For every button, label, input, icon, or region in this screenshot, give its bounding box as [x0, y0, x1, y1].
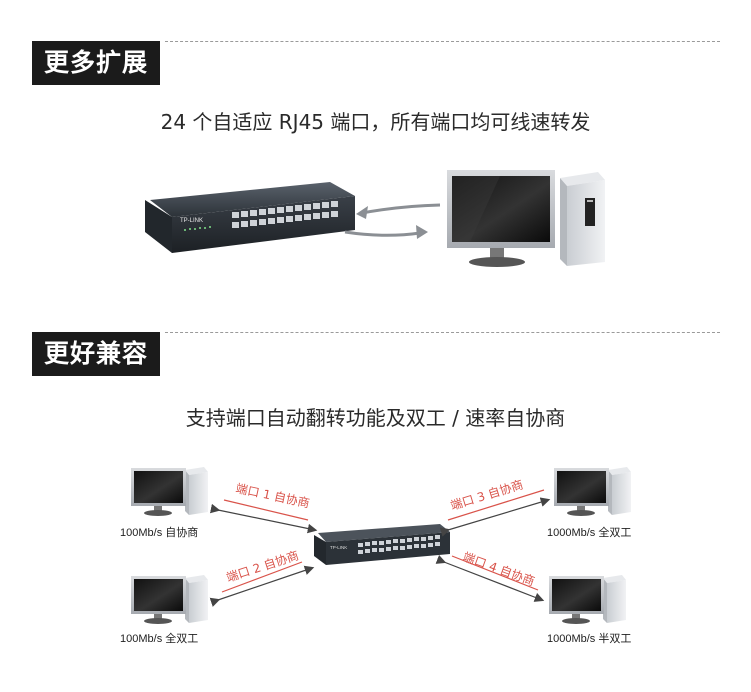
headline-expansion: 24 个自适应 RJ45 端口，所有端口均可线速转发	[160, 110, 591, 134]
port2-label: 端口 2 自协商	[224, 547, 300, 585]
port4-label: 端口 4 自协商	[461, 549, 537, 589]
switch-small-brand-text: TP-LINK	[330, 545, 347, 550]
switch-large: TP-LINK	[145, 182, 355, 253]
pc-label-top-left: 100Mb/s 自协商	[120, 527, 199, 539]
divider-dashed-2	[165, 332, 720, 333]
pc-bottom-left	[131, 575, 208, 624]
section-tag-compatibility: 更好兼容	[32, 332, 161, 376]
link-arrows	[344, 203, 441, 239]
pc-top-right	[554, 467, 631, 516]
pc-bottom-right	[549, 575, 626, 624]
pc-label-bottom-left: 100Mb/s 全双工	[120, 633, 199, 645]
port1-label: 端口 1 自协商	[234, 480, 311, 510]
section-tag-expansion: 更多扩展	[32, 41, 161, 85]
pc-top-left	[131, 467, 208, 516]
connection-arrows	[209, 497, 551, 607]
switch-brand-text: TP-LINK	[180, 218, 203, 224]
divider-dashed	[165, 41, 720, 42]
pc-label-bottom-right: 1000Mb/s 半双工	[547, 633, 632, 645]
pc-label-top-right: 1000Mb/s 全双工	[547, 527, 632, 539]
switch-small: TP-LINK	[314, 524, 450, 565]
pc-large	[447, 170, 605, 267]
headline-compatibility: 支持端口自动翻转功能及双工 / 速率自协商	[185, 406, 566, 430]
negotiation-arrows	[221, 489, 545, 593]
